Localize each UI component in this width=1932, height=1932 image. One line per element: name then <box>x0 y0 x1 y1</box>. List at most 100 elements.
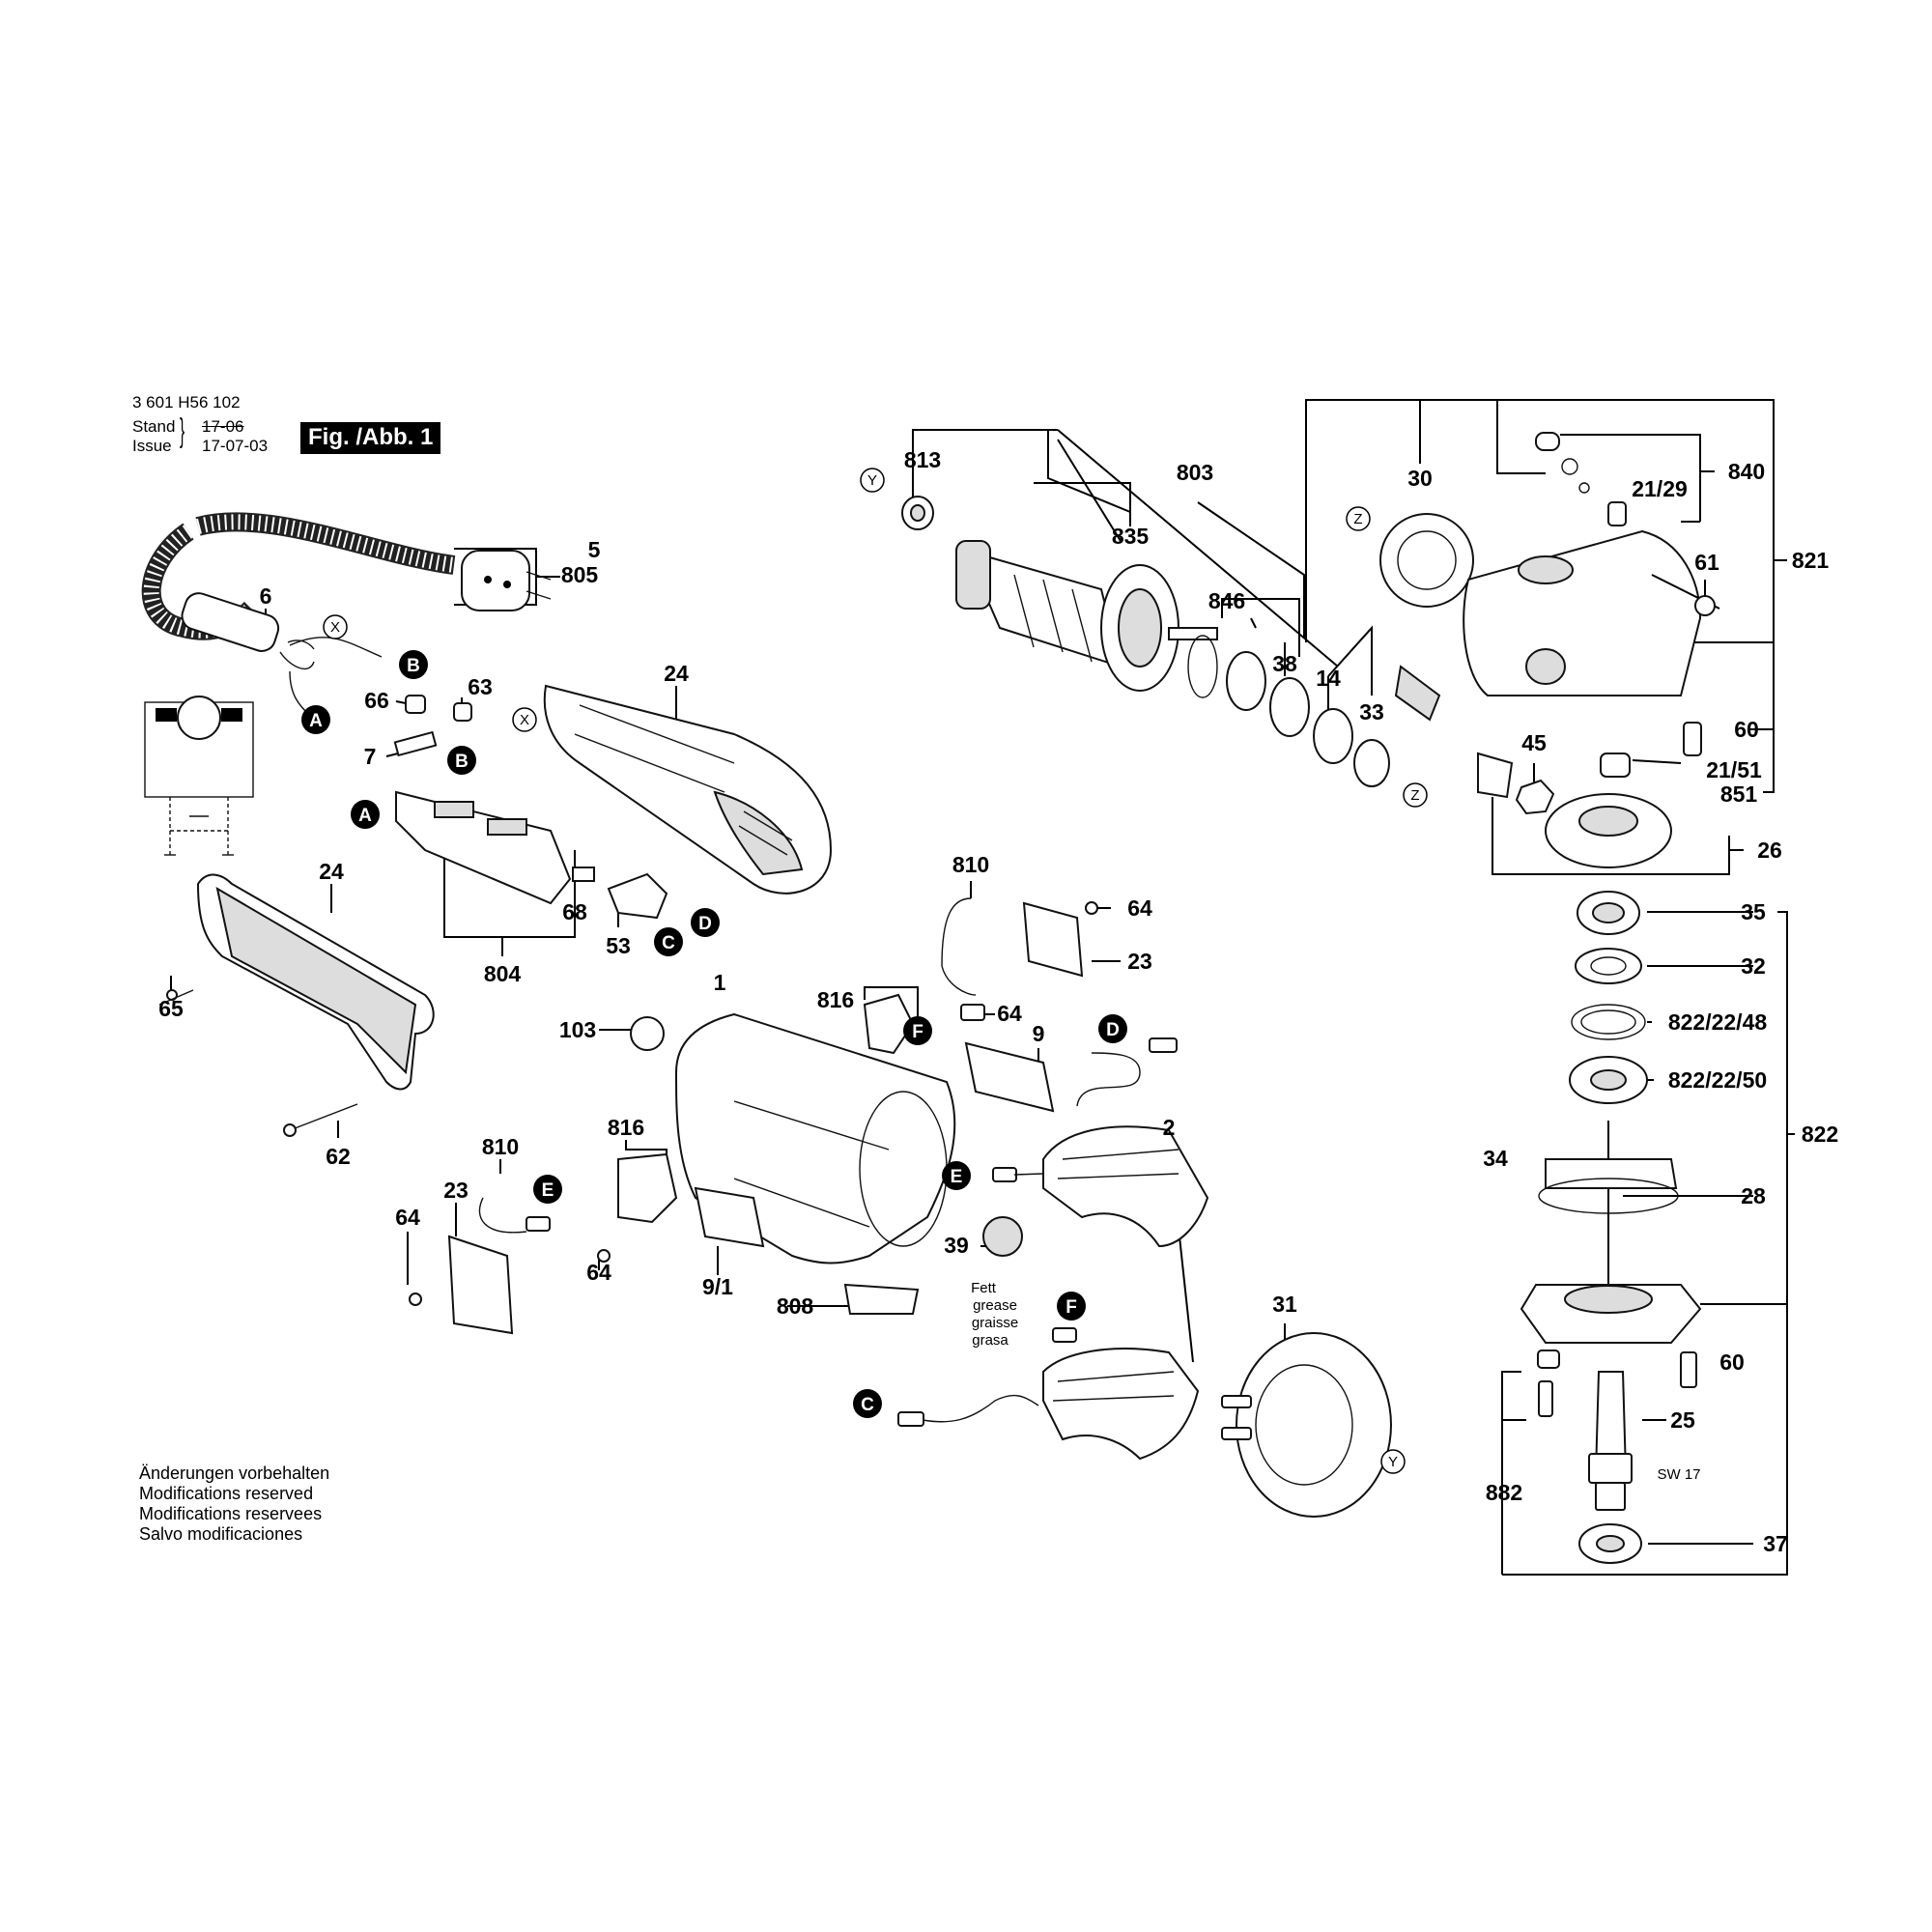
svg-text:F: F <box>1065 1297 1077 1318</box>
stand-value: 17-06 <box>202 417 244 436</box>
housing-cover <box>543 684 833 895</box>
marker-z: Z <box>1346 506 1371 531</box>
label-103: 103 <box>559 1017 596 1042</box>
svg-text:A: A <box>309 711 323 731</box>
label-28: 28 <box>1741 1183 1766 1208</box>
connector-badge-e: E <box>533 1175 562 1204</box>
label-38: 38 <box>1272 651 1297 676</box>
leader-lines <box>170 399 1795 1576</box>
switch-assembly <box>393 695 668 920</box>
label-821: 821 <box>1792 548 1830 573</box>
label-26: 26 <box>1757 838 1782 863</box>
marker-y: Y <box>1380 1449 1406 1474</box>
label-64: 64 <box>586 1260 611 1285</box>
svg-text:F: F <box>912 1022 923 1042</box>
field-coils <box>897 1037 1209 1461</box>
svg-text:D: D <box>698 914 712 934</box>
label-816: 816 <box>608 1115 644 1140</box>
label-53: 53 <box>606 933 631 958</box>
connector-badges: A B A B C D F D E E F C <box>301 650 1127 1418</box>
connector-badge-f: F <box>1057 1292 1086 1321</box>
label-813: 813 <box>904 447 941 472</box>
issue-value: 17-07-03 <box>202 437 269 455</box>
label-62: 62 <box>326 1144 351 1169</box>
svg-text:Y: Y <box>867 472 877 489</box>
grease-label-fr: graisse <box>972 1315 1018 1331</box>
label-822-22-48: 822/22/48 <box>1668 1009 1768 1035</box>
svg-text:B: B <box>407 656 420 676</box>
label-24: 24 <box>664 661 689 686</box>
brace: } <box>180 412 185 449</box>
power-cable <box>141 512 552 716</box>
label-9-1: 9/1 <box>702 1274 733 1299</box>
connector-badge-d: D <box>691 908 720 937</box>
svg-text:C: C <box>662 933 675 953</box>
stand-label: Stand <box>132 417 176 436</box>
connector-badge-d: D <box>1098 1014 1127 1043</box>
label-30: 30 <box>1407 466 1433 491</box>
svg-text:D: D <box>1106 1020 1120 1040</box>
label-835: 835 <box>1112 524 1150 549</box>
switch-schematic <box>144 696 254 856</box>
svg-text:A: A <box>358 806 372 826</box>
marker-x: X <box>512 707 537 732</box>
connector-badge-e: E <box>942 1161 971 1190</box>
label-32: 32 <box>1741 953 1766 979</box>
label-810: 810 <box>952 852 989 877</box>
connector-badge-c: C <box>654 927 683 956</box>
label-822-22-50: 822/22/50 <box>1668 1067 1767 1093</box>
label-5: 5 <box>588 537 601 562</box>
grease-label-es: grasa <box>972 1332 1009 1349</box>
label-39: 39 <box>944 1233 969 1258</box>
marker-y: Y <box>860 468 885 493</box>
label-64: 64 <box>997 1001 1022 1026</box>
modification-notes: Änderungen vorbehalten Modifications res… <box>139 1463 329 1545</box>
label-24: 24 <box>319 859 344 884</box>
orientation-markers: X X Y Y Z Z <box>323 468 1428 1474</box>
note-line: Modifications reservees <box>139 1504 323 1523</box>
label-64: 64 <box>1127 895 1152 921</box>
label-6: 6 <box>260 583 272 609</box>
label-23: 23 <box>1127 949 1152 974</box>
connector-badge-b: B <box>399 650 428 679</box>
label-25: 25 <box>1670 1407 1695 1433</box>
label-63: 63 <box>468 674 493 699</box>
label-803: 803 <box>1177 460 1213 485</box>
note-line: Änderungen vorbehalten <box>139 1463 330 1483</box>
sw-label: SW 17 <box>1657 1466 1700 1483</box>
label-804: 804 <box>484 961 522 986</box>
bearing-cap <box>982 1216 1392 1518</box>
marker-z: Z <box>1403 782 1428 808</box>
svg-text:X: X <box>520 712 529 728</box>
label-805: 805 <box>561 562 599 587</box>
label-65: 65 <box>158 996 184 1021</box>
label-33: 33 <box>1359 699 1384 724</box>
gear-head <box>1379 432 1720 868</box>
connector-badge-b: B <box>447 746 476 775</box>
label-21-51: 21/51 <box>1706 757 1762 782</box>
svg-text:Z: Z <box>1410 787 1419 804</box>
label-60: 60 <box>1734 717 1759 742</box>
part-number: 3 601 H56 102 <box>132 393 241 412</box>
label-61: 61 <box>1694 550 1719 575</box>
part-labels: 5 805 6 24 66 63 7 24 65 62 804 68 53 81… <box>158 447 1838 1556</box>
note-line: Modifications reserved <box>139 1484 314 1503</box>
label-34: 34 <box>1483 1146 1508 1171</box>
svg-text:E: E <box>542 1180 554 1201</box>
label-822: 822 <box>1802 1122 1838 1147</box>
marker-x: X <box>323 614 348 639</box>
svg-text:X: X <box>330 619 340 636</box>
label-1: 1 <box>714 970 726 995</box>
motor-housing <box>630 1012 1055 1315</box>
svg-text:C: C <box>861 1395 874 1415</box>
connector-badge-f: F <box>903 1016 932 1045</box>
label-808: 808 <box>777 1293 814 1319</box>
label-23: 23 <box>443 1178 469 1203</box>
note-line: Salvo modificaciones <box>139 1524 303 1544</box>
label-66: 66 <box>364 688 389 713</box>
label-840: 840 <box>1728 459 1765 484</box>
handle-half <box>158 873 435 1137</box>
svg-text:Y: Y <box>1388 1454 1398 1470</box>
brush-parts <box>409 897 1098 1335</box>
